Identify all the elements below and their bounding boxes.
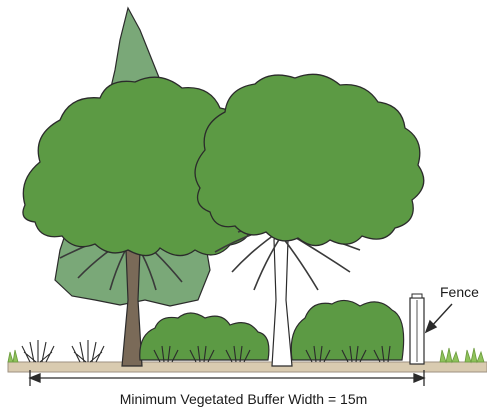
- right-tree-canopy: [195, 74, 424, 245]
- arrow-icon: [426, 304, 452, 332]
- left-shrub-cluster: [140, 313, 269, 360]
- buffer-width-label: Minimum Vegetated Buffer Width = 15m: [0, 391, 487, 407]
- fence-post: [410, 294, 424, 364]
- right-shrub-cluster: [291, 300, 403, 360]
- fence-label: Fence: [440, 284, 479, 300]
